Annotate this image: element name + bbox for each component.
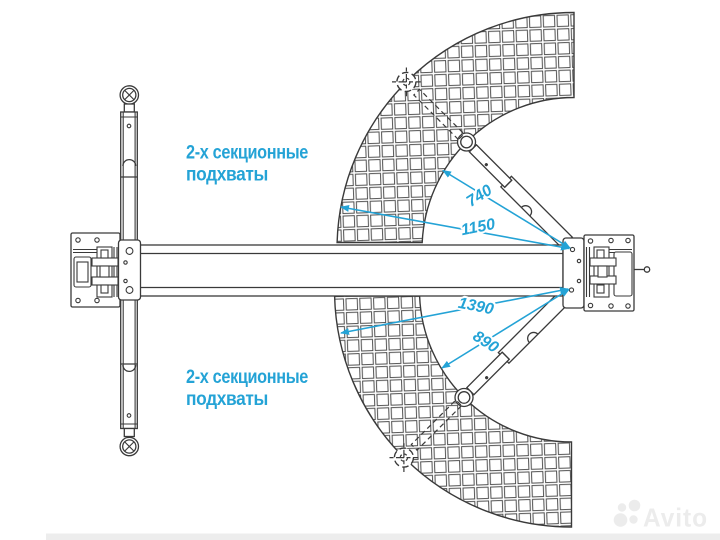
left-beam-bracket	[117, 239, 142, 301]
bottom-edge-strip	[46, 533, 720, 540]
dimension-leaders	[340, 169, 571, 369]
crossbeam	[139, 244, 564, 297]
dimension-890: 890	[470, 328, 502, 357]
left-arm-bottom	[119, 297, 140, 457]
leader-1150	[340, 204, 570, 251]
left-arm-top	[119, 85, 140, 244]
avito-watermark-text: Avito	[643, 503, 708, 533]
leader-890	[441, 288, 570, 369]
arm-label-top: 2-х секционные подхваты	[186, 142, 309, 186]
arm-label-bottom: 2-х секционные подхваты	[186, 366, 309, 410]
sweep-range-bottom	[333, 295, 573, 528]
avito-watermark: Avito	[613, 499, 708, 533]
left-post	[70, 232, 142, 308]
lock-release-knob	[634, 266, 651, 273]
arm-label-bottom-line2: подхваты	[186, 388, 268, 410]
arm-label-bottom-line1: 2-х секционные	[186, 366, 308, 388]
sweep-range-top	[336, 11, 575, 244]
avito-logo-icon	[613, 499, 641, 527]
pad-target-bottom-icon	[389, 443, 419, 472]
arm-label-top-line1: 2-х секционные	[186, 142, 308, 164]
pad-target-top-icon	[392, 67, 421, 97]
dimension-1150: 1150	[460, 216, 497, 239]
arm-label-top-line2: подхваты	[186, 164, 268, 186]
dimension-1390: 1390	[457, 295, 495, 318]
right-post	[562, 234, 651, 312]
